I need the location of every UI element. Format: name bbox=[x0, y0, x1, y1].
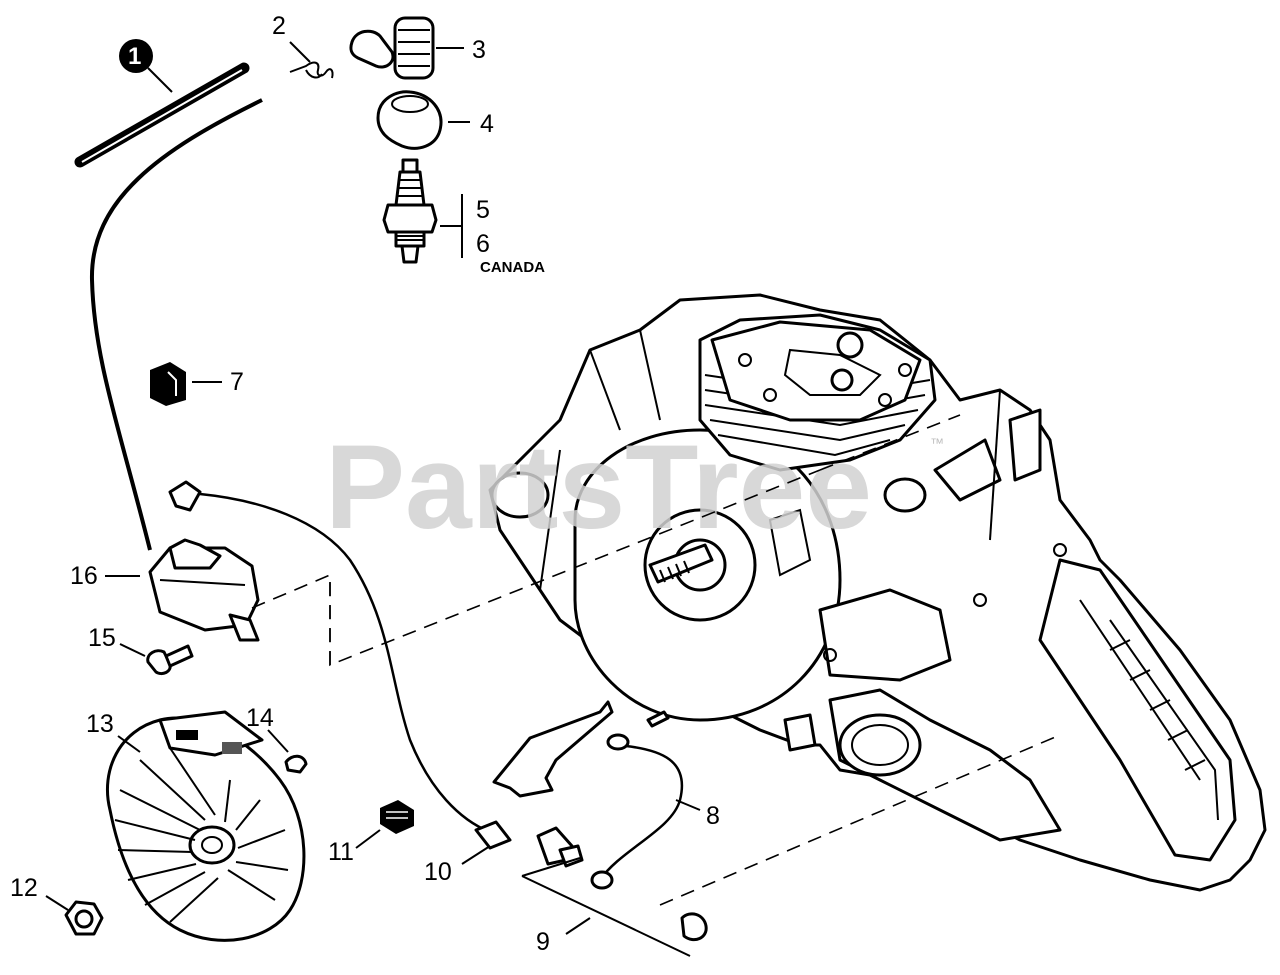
svg-text:2: 2 bbox=[272, 12, 286, 40]
callout-14: 14 bbox=[246, 704, 274, 732]
part-11-block bbox=[355, 800, 414, 849]
callout-7: 7 bbox=[230, 368, 244, 396]
callout-6: 6 bbox=[476, 230, 490, 258]
callout-5: 5 bbox=[476, 196, 490, 224]
svg-text:™: ™ bbox=[930, 435, 944, 451]
callout-10: 10 bbox=[424, 858, 452, 886]
part-1-tube bbox=[74, 62, 263, 551]
callout-15: 15 bbox=[88, 624, 116, 652]
note-canada: CANADA bbox=[480, 259, 545, 276]
svg-text:PartsTree: PartsTree bbox=[325, 420, 872, 554]
engine-crankcase bbox=[488, 293, 1267, 892]
part-15-screw bbox=[119, 643, 194, 676]
part-12-nut bbox=[45, 895, 104, 936]
callout-3: 3 bbox=[472, 36, 486, 64]
part-3-plug-cap bbox=[349, 16, 464, 80]
callout-11: 11 bbox=[328, 838, 354, 866]
callout-12: 12 bbox=[10, 874, 38, 902]
part-2-spring bbox=[289, 61, 334, 79]
part-4-grommet bbox=[376, 90, 470, 150]
callout-16: 16 bbox=[70, 562, 98, 590]
callout-1: 1 bbox=[119, 39, 173, 93]
part-16-ignition-coil bbox=[105, 480, 491, 834]
callout-9: 9 bbox=[536, 928, 550, 956]
callout-13: 13 bbox=[86, 710, 114, 738]
svg-text:1: 1 bbox=[128, 43, 141, 70]
part-14-key bbox=[267, 729, 308, 774]
watermark: PartsTree ™ bbox=[325, 420, 944, 554]
part-8-ground-wire bbox=[492, 700, 701, 890]
part-7-clip bbox=[150, 362, 222, 406]
callout-2: 2 bbox=[272, 12, 311, 63]
part-13-flywheel bbox=[105, 710, 306, 942]
callout-8: 8 bbox=[706, 802, 720, 830]
assembly-lines bbox=[251, 414, 1061, 906]
callout-4: 4 bbox=[480, 110, 494, 138]
part-9-stop-switch bbox=[521, 826, 708, 957]
part-10-connector bbox=[461, 820, 512, 865]
part-5-spark-plug bbox=[382, 158, 463, 264]
callout-labels: 1 2 3 4 5 6 CANADA 7 8 9 10 11 12 13 14 … bbox=[10, 12, 720, 956]
